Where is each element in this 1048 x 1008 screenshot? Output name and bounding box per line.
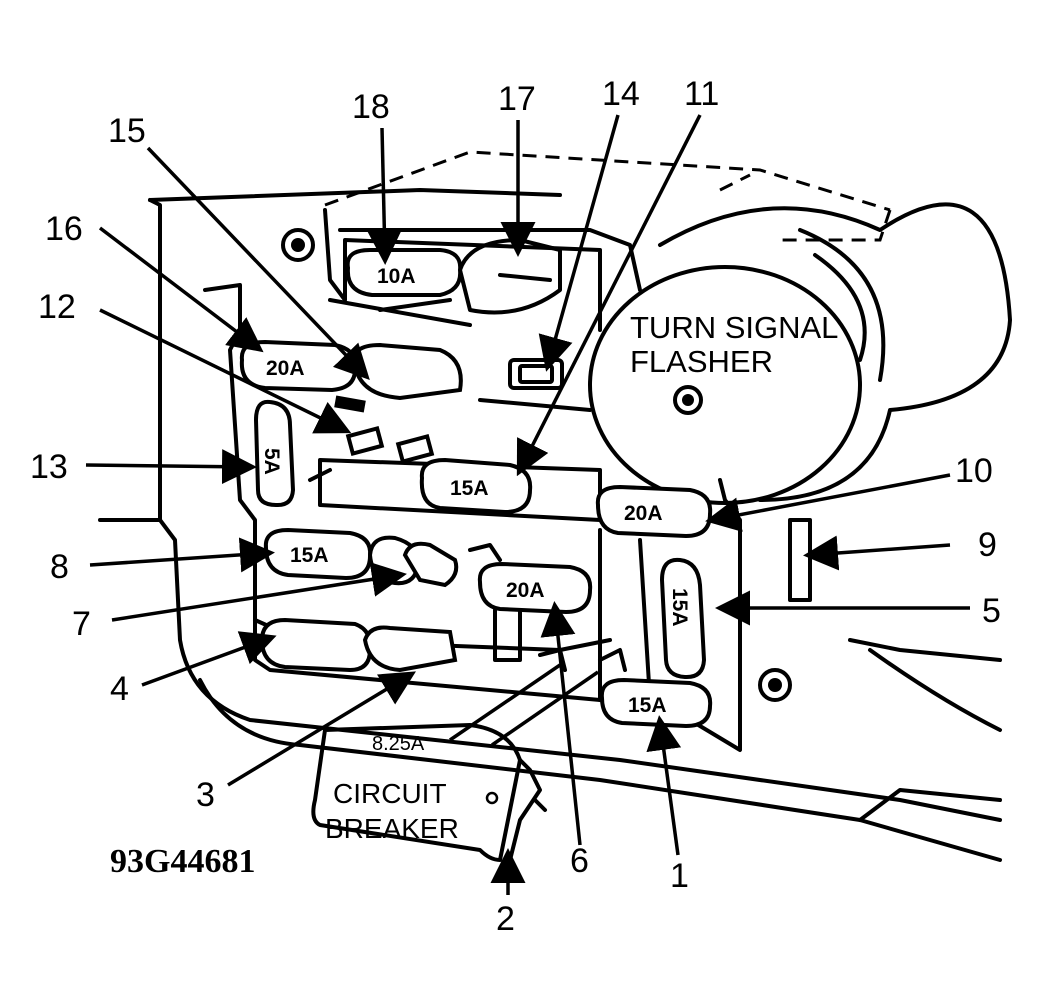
- fuse-1: 15A: [599, 677, 713, 729]
- fuse-box-cover-dashed: [324, 150, 892, 242]
- callout-16: 16: [45, 210, 83, 248]
- fuse-8-rating: 15A: [290, 544, 329, 567]
- fuse-4: [259, 617, 458, 673]
- callout-15: 15: [108, 112, 146, 150]
- fuse-5-rating: 15A: [668, 588, 691, 627]
- mounting-screw-top: [281, 228, 315, 262]
- fuse-18-rating: 10A: [377, 265, 416, 288]
- fuse-6-rating: 20A: [506, 579, 545, 602]
- fuse-13: 5A: [253, 399, 296, 508]
- leader-18: [366, 127, 402, 265]
- leader-10: [705, 473, 951, 532]
- circuit-breaker-rating: 8.25A: [372, 733, 425, 755]
- fuse-5: 15A: [659, 557, 707, 680]
- fuse-10-rating: 20A: [624, 502, 663, 525]
- fuse-1-rating: 15A: [628, 694, 667, 717]
- leader-lines: [85, 114, 970, 895]
- callout-numbers: 18 17 14 11 15 16 12 13 10 9 8 7 5 4 3 6…: [30, 75, 1001, 938]
- fuse-13-rating: 5A: [260, 448, 283, 475]
- leader-1: [646, 715, 682, 856]
- callout-8: 8: [50, 548, 69, 586]
- circuit-breaker-label-line1: CIRCUIT: [333, 778, 447, 809]
- callout-2: 2: [496, 900, 515, 938]
- relay-top-center: [458, 238, 562, 315]
- turn-signal-flasher: TURN SIGNAL FLASHER: [588, 202, 1012, 505]
- fuse-12-slots: [334, 395, 435, 465]
- terminal-blocks: [468, 518, 812, 672]
- circuit-breaker-label-line2: BREAKER: [325, 813, 459, 844]
- mounting-screw-bottom: [758, 668, 792, 702]
- callout-14: 14: [602, 75, 640, 113]
- callout-10: 10: [955, 452, 993, 490]
- callout-4: 4: [110, 670, 129, 708]
- fuse-11-rating: 15A: [450, 477, 489, 500]
- leader-2-branch-b: [491, 670, 599, 747]
- figure-id: 93G44681: [110, 843, 255, 880]
- leader-16: [98, 226, 264, 353]
- callout-1: 1: [670, 857, 689, 895]
- leader-8: [89, 537, 275, 573]
- callout-7: 7: [72, 605, 91, 643]
- callout-12: 12: [38, 288, 76, 326]
- flasher-label-line2: FLASHER: [630, 344, 773, 379]
- callout-18: 18: [352, 88, 390, 126]
- fuse-6: 20A: [477, 561, 593, 615]
- dashboard-outline: [98, 188, 1002, 862]
- leader-11: [516, 114, 702, 477]
- leader-3: [227, 671, 416, 787]
- circuit-breaker: 8.25A CIRCUIT BREAKER: [311, 723, 547, 862]
- leader-6: [540, 601, 582, 846]
- leader-15: [146, 146, 370, 381]
- callout-11: 11: [684, 75, 719, 113]
- leader-9: [803, 535, 951, 571]
- callout-5: 5: [982, 592, 1001, 630]
- leader-7: [111, 562, 407, 622]
- leader-14: [538, 114, 620, 372]
- callout-17: 17: [498, 80, 536, 118]
- fuse-16-rating: 20A: [266, 357, 305, 380]
- fuse-10: 20A: [595, 484, 713, 539]
- leader-13: [85, 449, 257, 485]
- fuse-15-body: [352, 342, 463, 401]
- leader-12: [99, 308, 352, 434]
- fuse-11: 15A: [419, 457, 533, 515]
- fuse-slot-14-inner: [518, 364, 554, 384]
- fuse-8: 15A: [263, 527, 373, 581]
- leader-4: [141, 631, 277, 687]
- fuse-18: 10A: [345, 248, 463, 297]
- callout-13: 13: [30, 448, 68, 486]
- callout-6: 6: [570, 842, 589, 880]
- callout-9: 9: [978, 526, 997, 564]
- leader-2-branch-a: [449, 663, 561, 742]
- callout-3: 3: [196, 776, 215, 814]
- flasher-label-line1: TURN SIGNAL: [630, 310, 838, 345]
